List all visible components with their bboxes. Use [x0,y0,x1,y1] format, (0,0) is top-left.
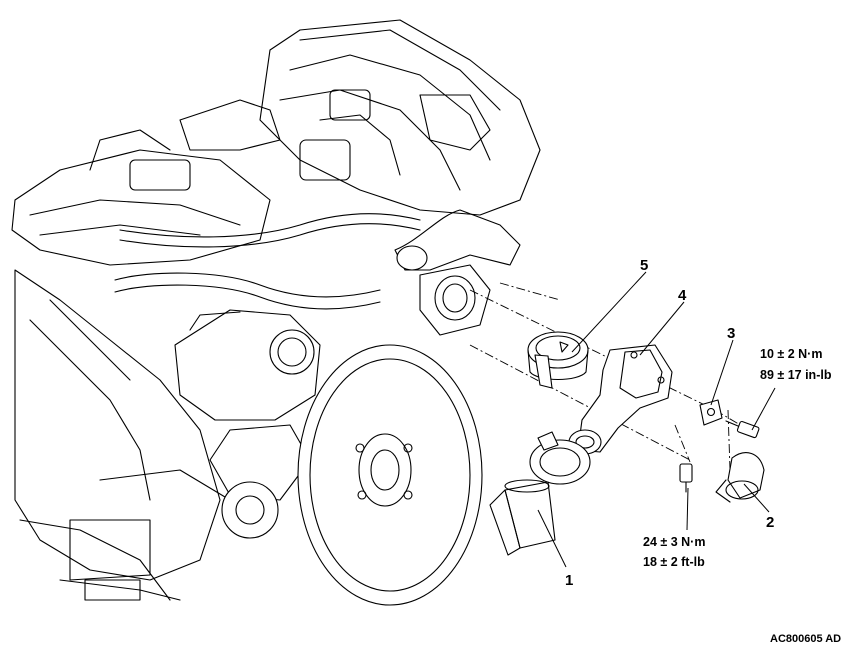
callout-2: 2 [766,514,774,531]
engine-illustration [11,19,541,606]
hose-clamp [529,431,591,485]
bolt-lower [679,463,693,493]
figure-code: AC800605 AD [770,633,841,645]
callout-5: 5 [640,257,648,274]
callout-3: 3 [727,325,735,342]
leader-lines [537,271,776,568]
elbow-pipe-part-2 [715,452,765,503]
thermostat-part-5 [527,331,589,389]
hose-part-1 [489,479,556,556]
water-inlet-fitting-part-4 [568,344,673,455]
callout-4: 4 [678,287,687,304]
bolt-upper [725,420,760,439]
callout-1: 1 [565,572,573,589]
torque-upper-inlb: 89 ± 17 in-lb [760,368,832,382]
torque-lower-ftlb: 18 ± 2 ft-lb [643,555,705,569]
torque-upper-nm: 10 ± 2 N·m [760,347,822,361]
torque-lower-nm: 24 ± 3 N·m [643,535,705,549]
